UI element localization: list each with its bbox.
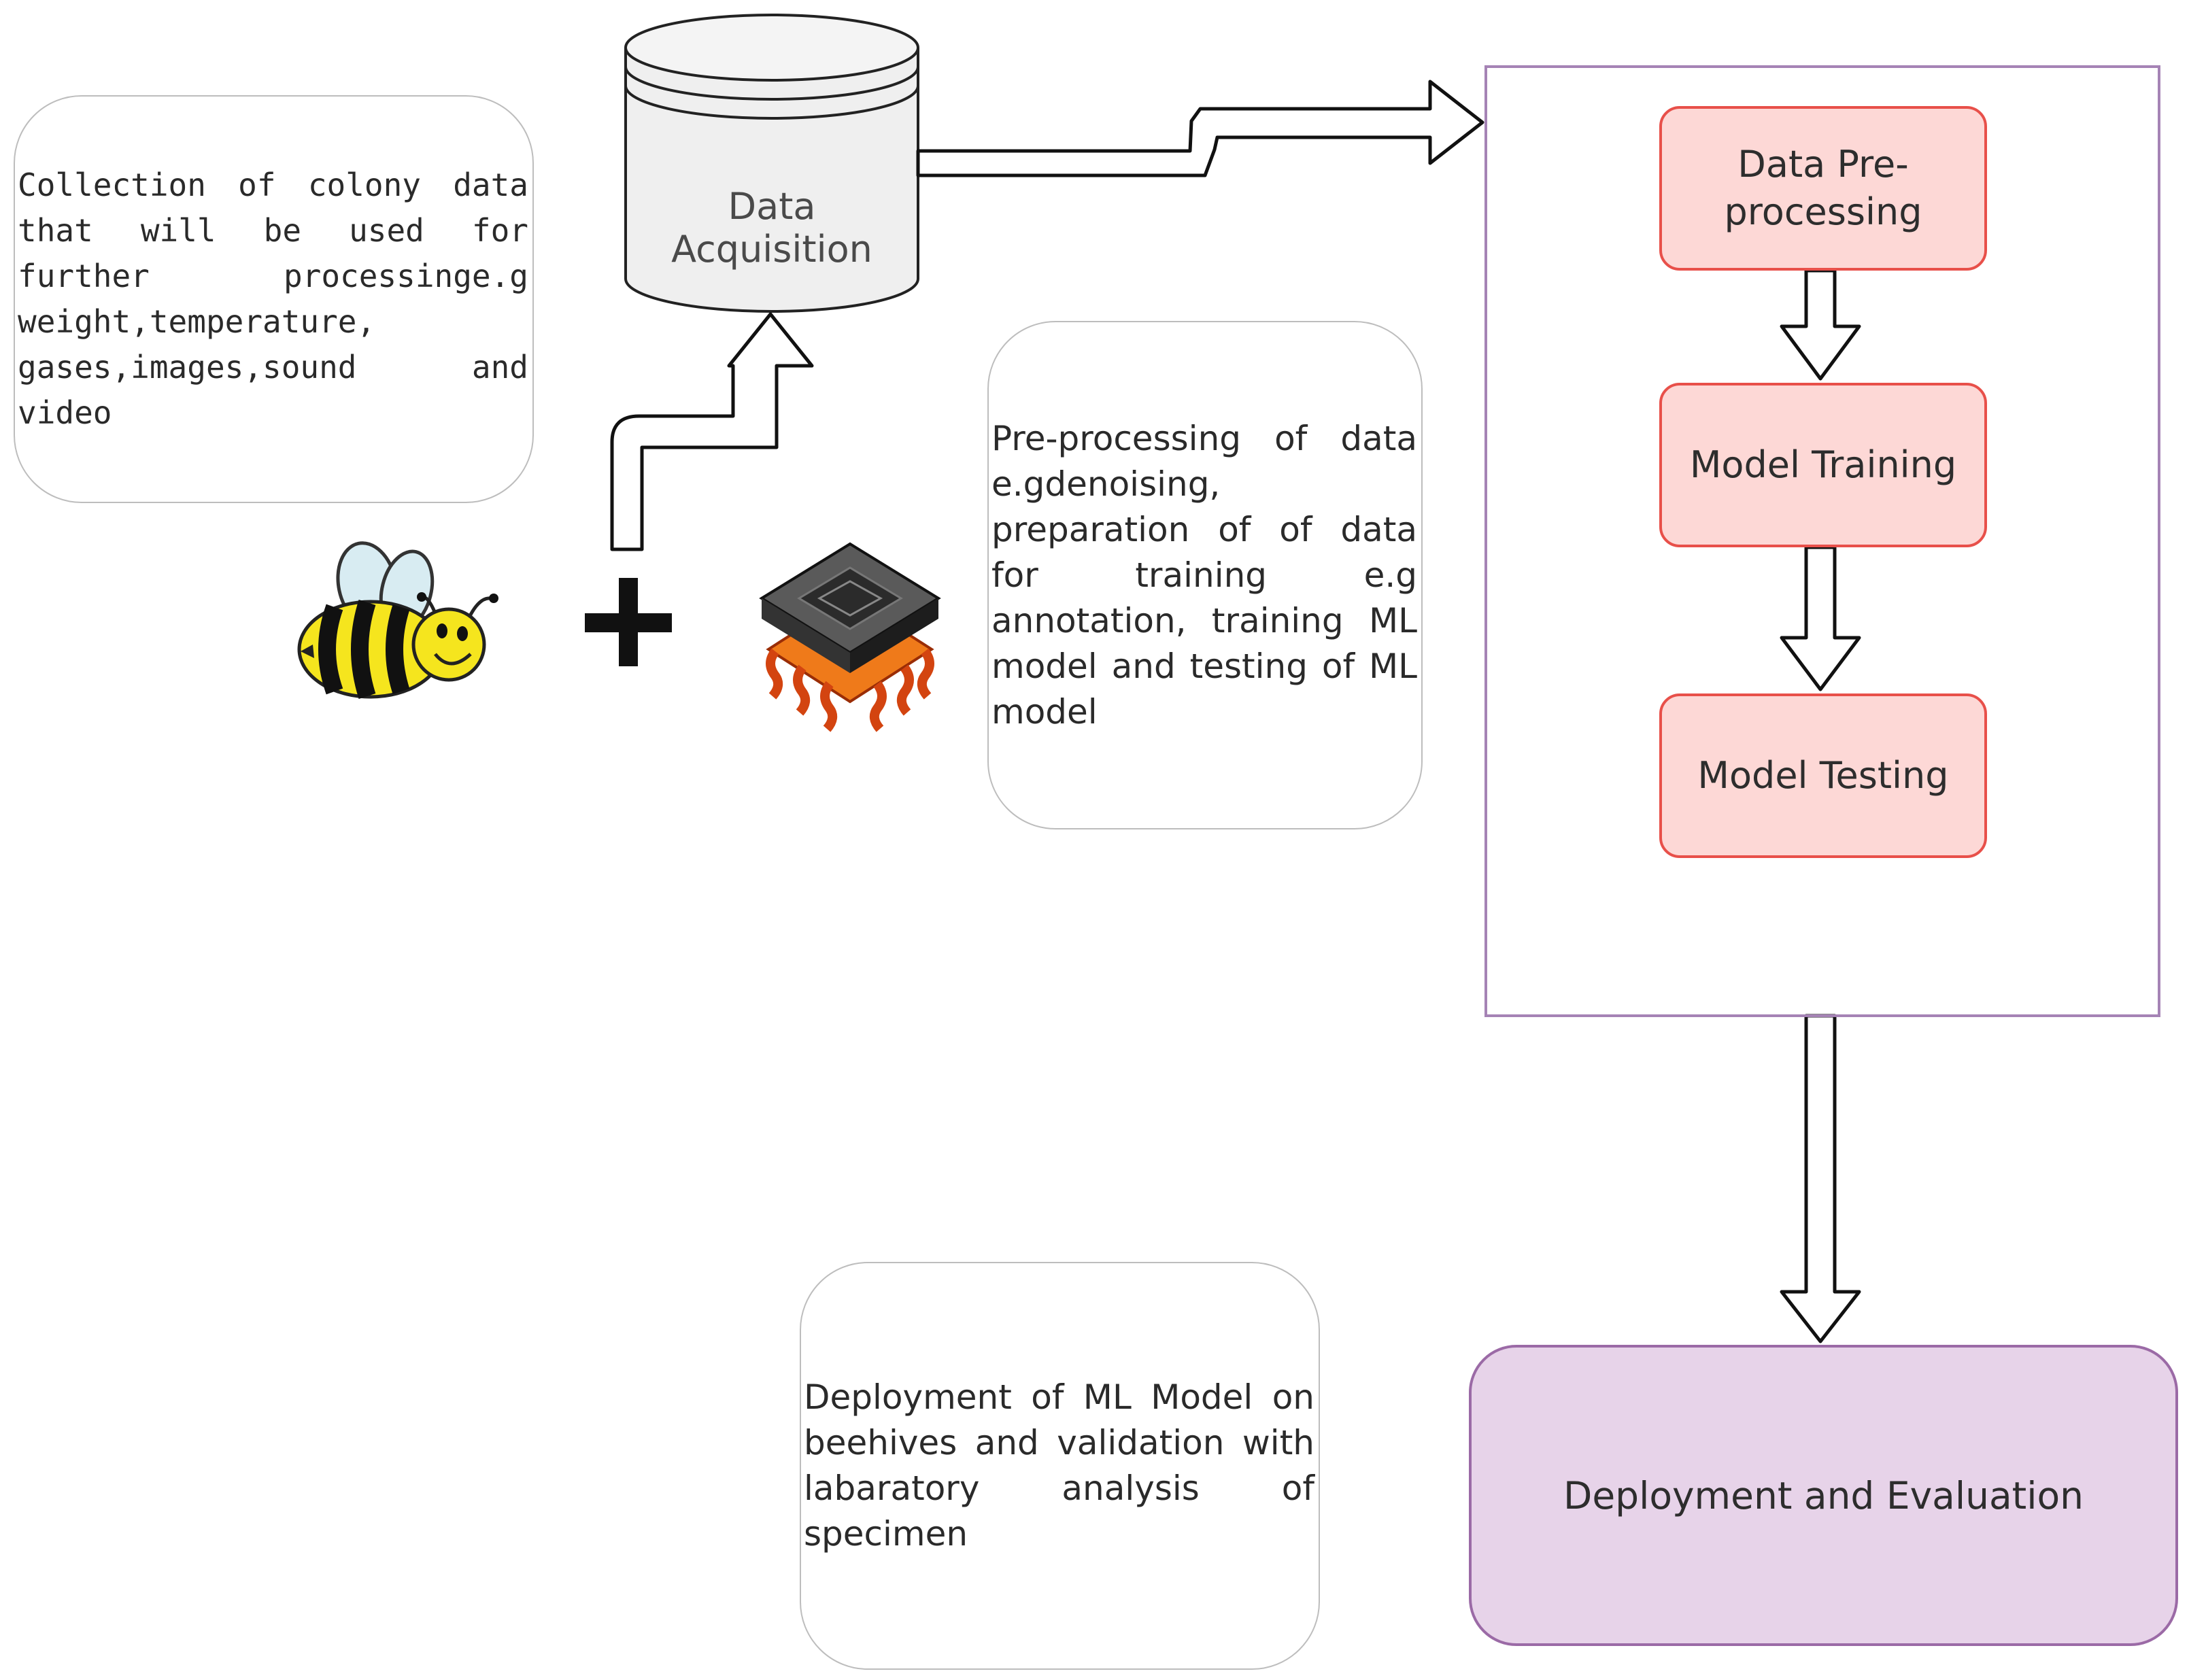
preprocessing-to-training-arrow	[1780, 269, 1861, 381]
collection-note-text: Collection of colony data that will be u…	[18, 167, 528, 431]
deployment-evaluation-label: Deployment and Evaluation	[1563, 1473, 2084, 1518]
model-training-label: Model Training	[1689, 443, 1957, 486]
deployment-note: Deployment of ML Model on beehives and v…	[800, 1262, 1320, 1670]
deployment-note-text: Deployment of ML Model on beehives and v…	[804, 1377, 1314, 1554]
ml-pipeline-frame	[1484, 65, 2160, 1017]
to-deployment-arrow	[1780, 1014, 1861, 1343]
data-acquisition-label: Data Acquisition	[671, 185, 872, 271]
bee-icon	[297, 541, 498, 699]
preprocessing-note: Pre-processing of data e.gdenoising, pre…	[987, 321, 1423, 829]
collection-note: Collection of colony data that will be u…	[14, 95, 534, 503]
model-training-box: Model Training	[1659, 383, 1987, 547]
preprocessing-note-text: Pre-processing of data e.gdenoising, pre…	[991, 418, 1417, 732]
to-pipeline-arrow	[916, 80, 1484, 177]
model-testing-label: Model Testing	[1697, 754, 1949, 797]
microchip-icon	[759, 542, 941, 732]
database-cylinder-icon	[624, 14, 919, 313]
data-preprocessing-label: Data Pre-processing	[1724, 143, 1922, 233]
deployment-evaluation-box: Deployment and Evaluation	[1469, 1345, 2178, 1646]
upward-flow-arrow	[610, 312, 814, 551]
model-testing-box: Model Testing	[1659, 693, 1987, 858]
plus-icon	[585, 578, 672, 666]
data-preprocessing-box: Data Pre-processing	[1659, 106, 1987, 271]
training-to-testing-arrow	[1780, 545, 1861, 691]
